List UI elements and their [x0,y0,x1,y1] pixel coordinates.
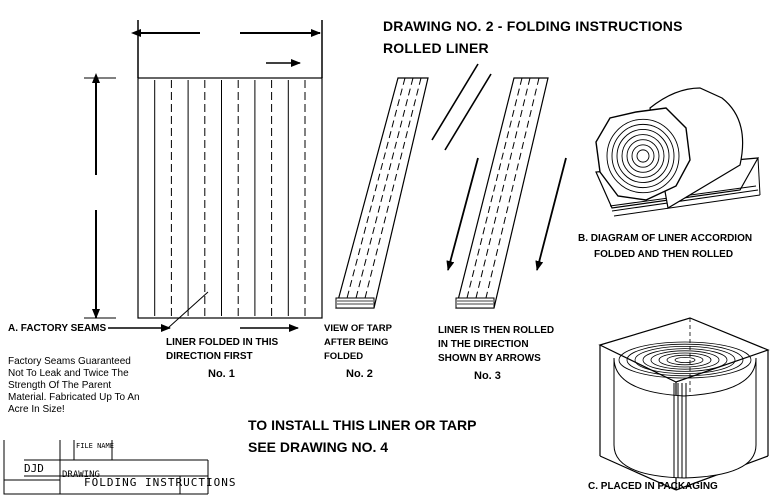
title-block-file-label: FILE NAME [76,442,114,450]
step3-caption-line3: SHOWN BY ARROWS [438,353,541,364]
diagram-c-caption: C. PLACED IN PACKAGING [588,481,718,492]
step2-caption-line3: FOLDED [324,351,364,362]
roll-layer [626,139,660,173]
packaged-roll-ring [642,348,728,372]
flat-liner [84,20,323,319]
packaged-roll-ring [666,354,704,366]
step1-number: No. 1 [208,368,235,380]
step2-caption-line1: VIEW OF TARP [324,323,392,334]
title-block [3,440,209,495]
title-block-fragment-drawing: DRAWING [62,470,100,480]
roll-layer [611,123,675,189]
step1-caption-line2: DIRECTION FIRST [166,351,253,362]
step3-caption-line2: IN THE DIRECTION [438,339,529,350]
factory-seams-note: Factory Seams Guaranteed Not To Leak and… [8,356,140,415]
packaged-roll-ring [658,352,712,368]
packaged-roll-ring [618,341,752,379]
drawing-title: DRAWING NO. 2 - FOLDING INSTRUCTIONS [383,18,683,34]
step1-caption-line1: LINER FOLDED IN THIS [166,337,279,348]
roll-layer [631,144,655,168]
packaged-roll-ring [674,356,696,363]
step2-caption-line2: AFTER BEING [324,337,389,348]
rolled-liner-diagram [595,87,761,217]
packaged-roll-ring [626,343,744,377]
diagram-b-caption-line1: B. DIAGRAM OF LINER ACCORDION [578,233,753,244]
drawing-subtitle: ROLLED LINER [383,40,489,56]
step3-caption-line1: LINER IS THEN ROLLED [438,325,555,336]
packaged-roll-ring [634,345,736,374]
step2-number: No. 2 [346,368,373,380]
seam-pointer-line [167,291,209,329]
step3-number: No. 3 [474,370,501,382]
roll-layer [621,134,665,178]
packaged-roll-ring [650,350,720,370]
packaging-box [598,317,770,491]
folded-strip [335,63,492,309]
rolling-strip [446,77,567,309]
install-note-line1: TO INSTALL THIS LINER OR TARP [248,417,477,433]
roll-layer [616,129,670,183]
factory-seams-label: A. FACTORY SEAMS [8,323,107,334]
roll-layer [606,118,680,194]
roll-layer [636,149,650,163]
install-note-line2: SEE DRAWING NO. 4 [248,439,389,455]
title-block-fragment-djd: DJD [24,462,44,475]
diagram-b-caption-line2: FOLDED AND THEN ROLLED [594,249,734,260]
title-block-file-name: FOLDING INSTRUCTIONS [84,476,237,489]
